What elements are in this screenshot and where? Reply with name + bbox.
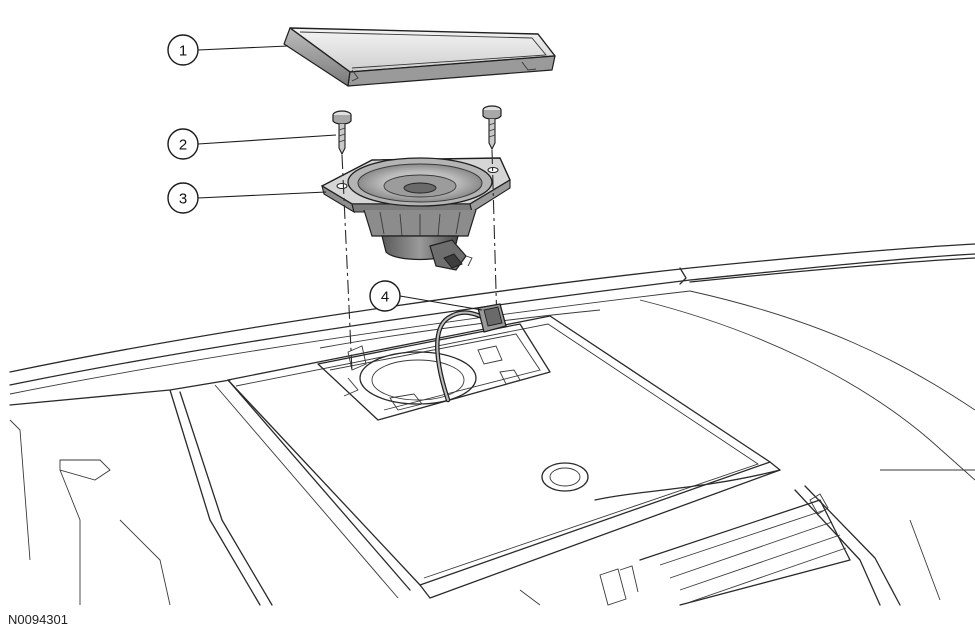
- screw-right: [482, 105, 502, 151]
- callout-2-number: 2: [179, 137, 187, 154]
- callout-4-number: 4: [381, 289, 389, 306]
- alignment-lines: [341, 149, 498, 373]
- callout-4: 4: [369, 280, 483, 312]
- speaker-grille-cover: [283, 27, 556, 87]
- figure-id-label: N0094301: [8, 612, 68, 627]
- screw-left: [332, 110, 352, 156]
- speaker-assembly: [321, 157, 511, 271]
- callout-1-number: 1: [179, 43, 187, 60]
- instrument-panel: [9, 243, 975, 606]
- callout-2: 2: [167, 128, 337, 160]
- callout-3: 3: [167, 182, 327, 214]
- wiring-harness-connector: [435, 303, 507, 403]
- callout-3-number: 3: [179, 191, 187, 208]
- callout-1: 1: [167, 34, 289, 66]
